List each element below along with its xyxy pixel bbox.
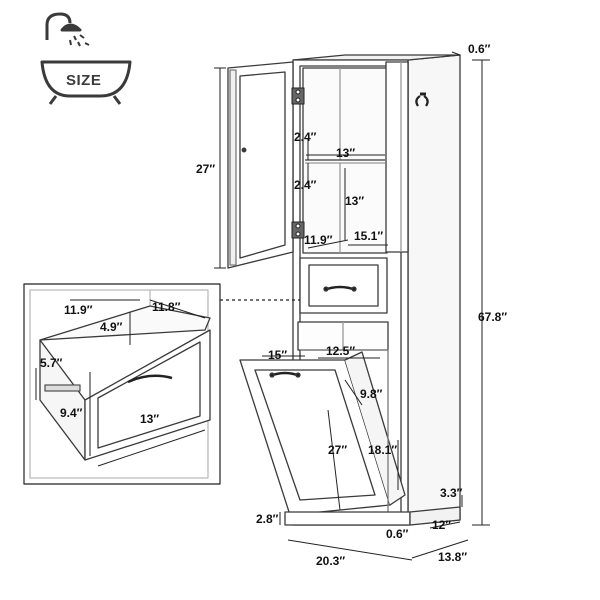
inset-drawer-front-width: 13″ bbox=[140, 412, 160, 426]
inset-drawer-front-height: 9.4″ bbox=[60, 406, 83, 420]
dim-shelf-gap-mid: 2.4″ bbox=[294, 178, 317, 192]
dim-inner-depth: 11.9″ bbox=[304, 233, 333, 247]
dim-hamper-width: 15″ bbox=[268, 348, 288, 362]
dim-side-thickness: 0.6″ bbox=[386, 527, 409, 541]
inset-drawer-box-height: 4.9″ bbox=[100, 320, 123, 334]
size-badge-label: SIZE bbox=[66, 72, 102, 89]
dim-door-height: 27″ bbox=[196, 162, 216, 176]
dim-total-depth: 13.8″ bbox=[438, 550, 468, 564]
dim-shelf-width: 13″ bbox=[336, 146, 356, 160]
dim-inner-height: 13″ bbox=[345, 194, 365, 208]
inset-drawer-side-height: 5.7″ bbox=[40, 356, 63, 370]
dim-total-width: 20.3″ bbox=[316, 554, 346, 568]
dim-base-inset: 3.3″ bbox=[440, 486, 463, 500]
dim-hamper-inner-width: 12.5″ bbox=[326, 344, 356, 358]
dim-base-depth: 12″ bbox=[432, 518, 452, 532]
dim-plinth-height: 2.8″ bbox=[256, 512, 279, 526]
dim-top-thickness: 0.6″ bbox=[468, 42, 491, 56]
dim-shelf-gap-top: 2.4″ bbox=[294, 130, 317, 144]
dim-inner-width: 15.1″ bbox=[354, 229, 384, 243]
bathtub-shower-icon bbox=[40, 12, 132, 105]
dim-hamper-depth: 9.8″ bbox=[360, 387, 383, 401]
dim-hamper-height: 27″ bbox=[328, 443, 348, 457]
inset-drawer-inner-depth: 11.8″ bbox=[152, 300, 181, 314]
dim-hamper-inner-height: 18.1″ bbox=[368, 443, 398, 457]
inset-drawer-depth: 11.9″ bbox=[64, 303, 93, 317]
dim-total-height: 67.8″ bbox=[478, 310, 508, 324]
